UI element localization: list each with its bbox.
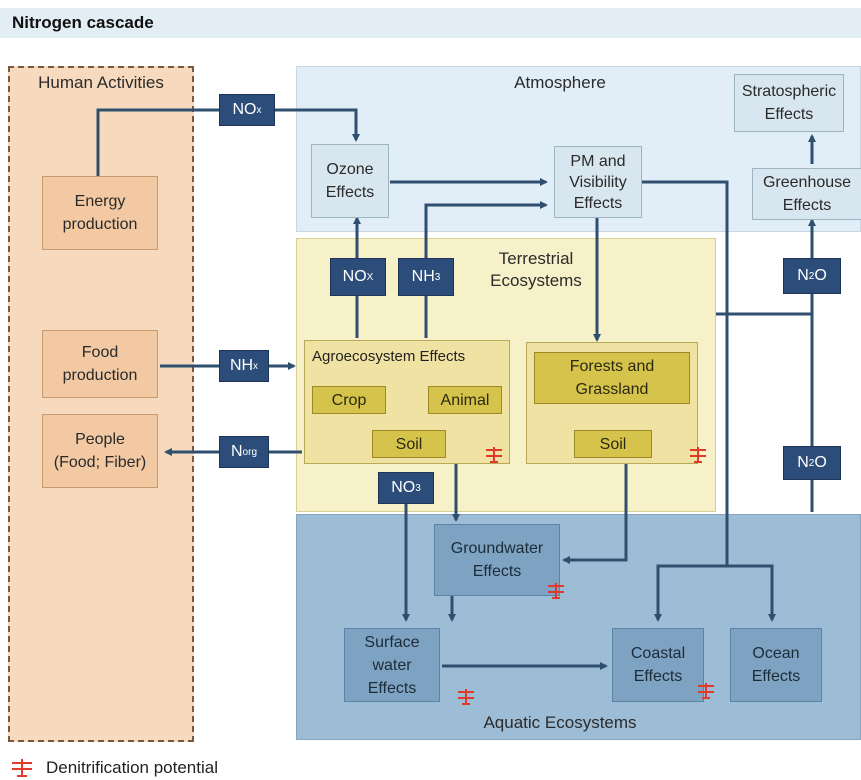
people-box: People (Food; Fiber) — [42, 414, 158, 488]
food-production-box: Food production — [42, 330, 158, 398]
terrestrial-label: Terrestrial Ecosystems — [490, 249, 582, 290]
forest-soil-box: Soil — [574, 430, 652, 458]
page-title: Nitrogen cascade — [12, 13, 154, 32]
pm-visibility-effects-box: PM and Visibility Effects — [554, 146, 642, 218]
aquatic-region — [296, 514, 861, 740]
animal-box: Animal — [428, 386, 502, 414]
surface-water-effects-box: Surface water Effects — [344, 628, 440, 702]
atmosphere-label: Atmosphere — [514, 73, 606, 92]
crop-box: Crop — [312, 386, 386, 414]
energy-production-box: Energy production — [42, 176, 158, 250]
arrow-to-coastal — [654, 564, 727, 622]
denitrification-icon — [458, 689, 474, 705]
arrow-forestsoil-ground — [562, 464, 628, 564]
legend-denitrification-icon — [12, 759, 32, 777]
groundwater-effects-box: Groundwater Effects — [434, 524, 560, 596]
greenhouse-effects-box: Greenhouse Effects — [752, 168, 861, 220]
denitrification-icon — [486, 447, 502, 463]
denitrification-icon — [548, 583, 564, 599]
legend-label: Denitrification potential — [46, 758, 218, 777]
arrow-to-ocean — [727, 564, 776, 622]
aquatic-label: Aquatic Ecosystems — [483, 713, 637, 732]
ocean-effects-box: Ocean Effects — [730, 628, 822, 702]
denitrification-icon — [698, 683, 714, 699]
coastal-effects-box: Coastal Effects — [612, 628, 704, 702]
title-bar — [0, 8, 861, 38]
stratospheric-effects-box: Stratospheric Effects — [734, 74, 844, 132]
agroecosystem-label: Agroecosystem Effects — [312, 348, 466, 365]
agro-soil-box: Soil — [372, 430, 446, 458]
ozone-effects-box: Ozone Effects — [311, 144, 389, 218]
forests-grassland-box: Forests and Grassland — [534, 352, 690, 404]
denitrification-icon — [690, 447, 706, 463]
arrow-pm-aquatic — [642, 180, 729, 566]
human-activities-label: Human Activities — [38, 73, 164, 92]
